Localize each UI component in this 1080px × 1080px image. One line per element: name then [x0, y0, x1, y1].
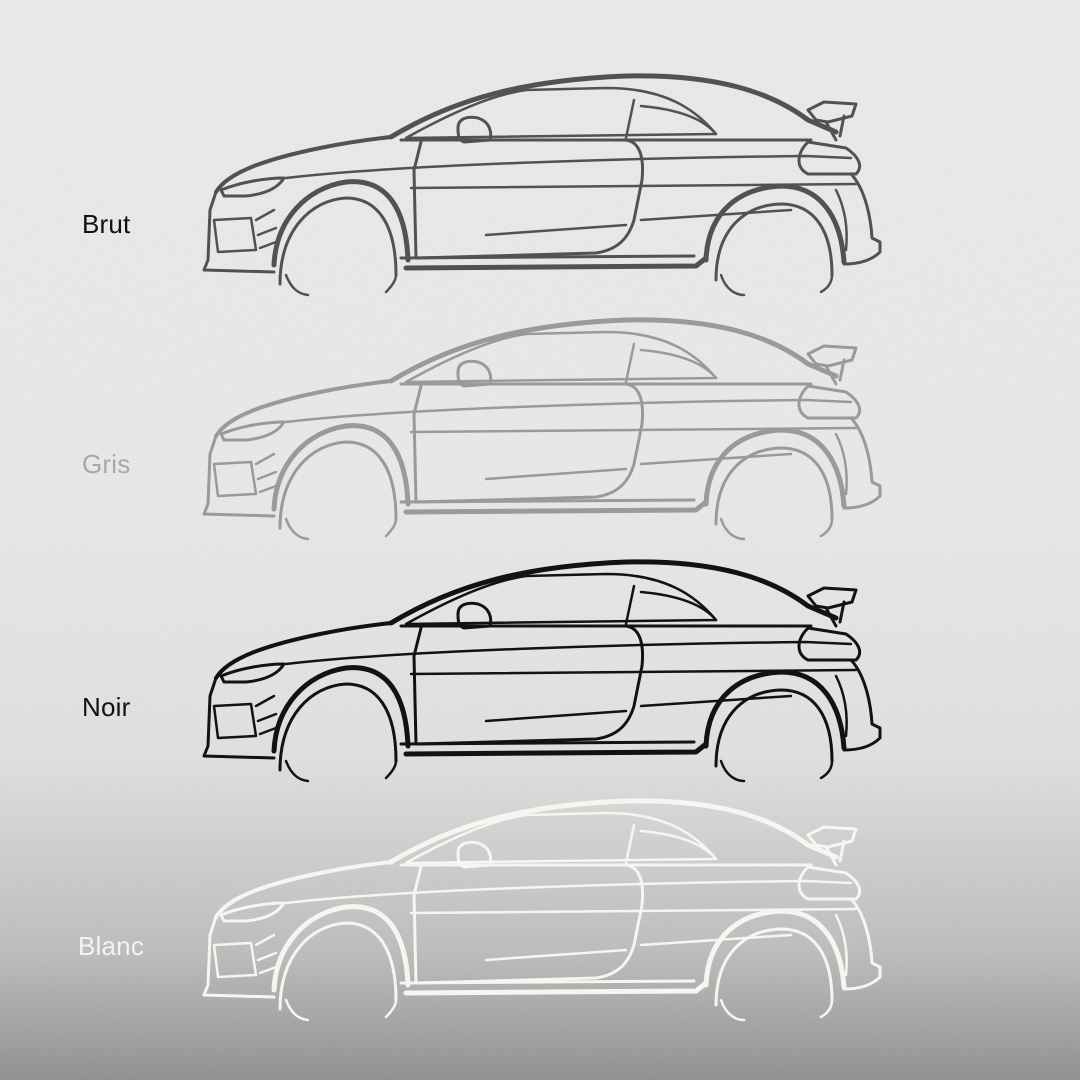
car-silhouette-icon — [196, 70, 886, 297]
car-silhouette-icon — [196, 314, 886, 541]
car-line-art — [202, 798, 882, 1022]
car-line-art — [202, 73, 882, 297]
variant-label-blanc: Blanc — [78, 931, 145, 961]
car-line-art — [202, 559, 882, 783]
variant-label-gris: Gris — [82, 449, 131, 479]
car-silhouette-icon — [196, 556, 886, 783]
variant-label-brut: Brut — [82, 209, 131, 239]
car-silhouette-icon — [196, 795, 886, 1022]
variant-label-noir: Noir — [82, 692, 131, 722]
car-line-art — [202, 317, 882, 541]
